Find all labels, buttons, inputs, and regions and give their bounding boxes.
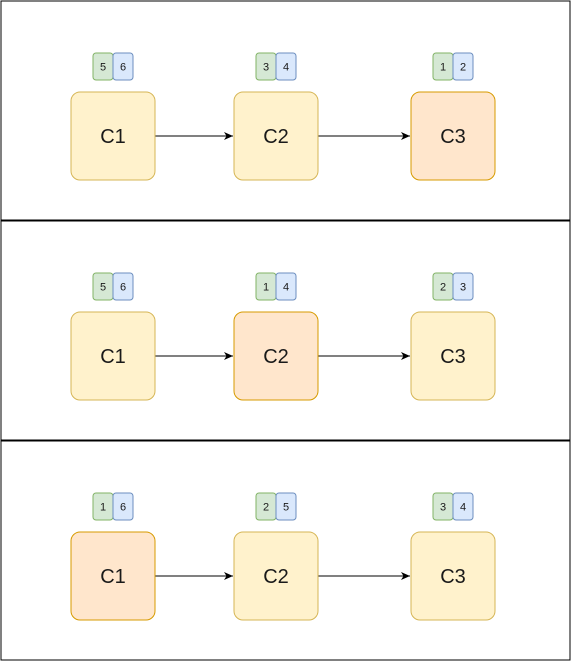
panel-1: C1 5 6C2 3 4C3 1 2: [0, 0, 571, 221]
badge-value: 3: [440, 502, 446, 514]
panel-border: [0, 440, 571, 661]
badge-value: 6: [120, 282, 126, 294]
badge-value: 2: [460, 62, 466, 74]
node-label: C1: [100, 346, 126, 368]
badge-value: 5: [283, 502, 289, 514]
panel-border: [0, 220, 571, 441]
node-label: C3: [440, 346, 466, 368]
badge-value: 1: [100, 502, 106, 514]
node-box: [233, 531, 319, 621]
node-box: [410, 531, 496, 621]
node-c2: C2 2 5: [233, 492, 319, 621]
badge-value: 2: [440, 282, 446, 294]
badge-value: 4: [283, 282, 289, 294]
badge-right: [275, 492, 297, 521]
panel-3: C1 1 6C2 2 5C3 3 4: [0, 440, 571, 661]
node-box: [410, 311, 496, 401]
node-c2: C2 3 4: [233, 52, 319, 181]
badge-right: [112, 272, 134, 301]
badge-value: 4: [460, 502, 466, 514]
node-label: C3: [440, 566, 466, 588]
badge-value: 2: [263, 502, 269, 514]
badge-value: 4: [283, 62, 289, 74]
panel-2: C1 5 6C2 1 4C3 2 3: [0, 220, 571, 441]
node-c3: C3 2 3: [410, 272, 496, 401]
badge-right: [112, 52, 134, 81]
badge-value: 5: [100, 282, 106, 294]
badge-right: [112, 492, 134, 521]
badge-value: 3: [263, 62, 269, 74]
node-label: C2: [263, 566, 289, 588]
node-label: C2: [263, 346, 289, 368]
badge-value: 3: [460, 282, 466, 294]
node-c2: C2 1 4: [233, 272, 319, 401]
node-c1: C1 5 6: [70, 272, 156, 401]
node-c3: C3 1 2: [410, 52, 496, 181]
badge-value: 6: [120, 502, 126, 514]
badge-value: 5: [100, 62, 106, 74]
badge-right: [275, 52, 297, 81]
node-box: [233, 91, 319, 181]
node-box-active: [70, 531, 156, 621]
badge-value: 1: [263, 282, 269, 294]
node-box-active: [410, 91, 496, 181]
node-box: [70, 91, 156, 181]
node-c3: C3 3 4: [410, 492, 496, 621]
node-c1: C1 1 6: [70, 492, 156, 621]
node-box-active: [233, 311, 319, 401]
badge-right: [275, 272, 297, 301]
badge-value: 6: [120, 62, 126, 74]
badge-right: [452, 272, 474, 301]
node-label: C1: [100, 566, 126, 588]
node-box: [70, 311, 156, 401]
node-c1: C1 5 6: [70, 52, 156, 181]
node-label: C1: [100, 126, 126, 148]
node-label: C3: [440, 126, 466, 148]
badge-right: [452, 492, 474, 521]
badge-right: [452, 52, 474, 81]
panel-border: [0, 0, 571, 221]
badge-value: 1: [440, 62, 446, 74]
node-label: C2: [263, 126, 289, 148]
